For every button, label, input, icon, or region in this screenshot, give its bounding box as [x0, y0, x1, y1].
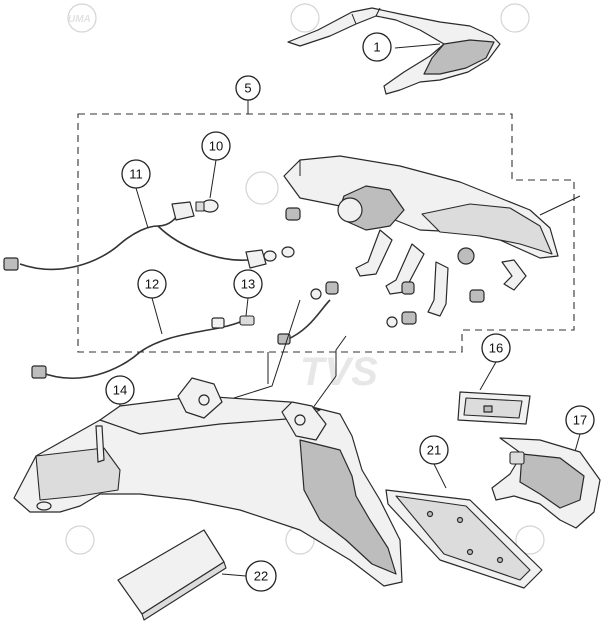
callout-14[interactable]: 14	[105, 375, 135, 405]
watermark-layer: UMA TVS	[65, 3, 545, 555]
callout-21[interactable]: 21	[419, 435, 449, 465]
part-1-tail-cowl[interactable]	[287, 7, 501, 95]
callout-12[interactable]: 12	[137, 269, 167, 299]
bulb-10[interactable]	[195, 199, 219, 213]
callout-5-label: 5	[244, 81, 251, 96]
callout-1[interactable]: 1	[362, 32, 392, 62]
part-22-pad[interactable]	[117, 529, 227, 621]
part-14-rear-fender[interactable]	[13, 377, 403, 587]
callout-22[interactable]: 22	[245, 560, 277, 592]
callout-12-label: 12	[145, 277, 159, 292]
callout-17[interactable]: 17	[565, 405, 595, 435]
callout-1-label: 1	[373, 40, 380, 55]
callout-16-label: 16	[489, 341, 503, 356]
callout-10-label: 10	[209, 139, 223, 154]
assembly-5-boundary	[77, 113, 575, 353]
callout-21-label: 21	[427, 443, 441, 458]
part-17-license-lamp[interactable]	[491, 437, 601, 529]
callout-17-label: 17	[573, 413, 587, 428]
part-16-reflector[interactable]	[457, 391, 531, 425]
callout-13[interactable]: 13	[233, 269, 263, 299]
callout-14-label: 14	[113, 383, 127, 398]
tail-lamp-housing[interactable]	[283, 155, 581, 317]
part-21-license-plate-bracket[interactable]	[385, 489, 543, 589]
callout-16[interactable]: 16	[481, 333, 511, 363]
uma-watermark-logo	[65, 3, 545, 555]
callout-11[interactable]: 11	[121, 159, 151, 189]
rubber-grommets[interactable]	[285, 207, 485, 328]
callout-13-label: 13	[241, 277, 255, 292]
callout-10[interactable]: 10	[201, 131, 231, 161]
wiring-harness-12[interactable]	[31, 299, 331, 379]
uma-watermark: UMA	[68, 14, 91, 25]
callout-5[interactable]: 5	[235, 75, 261, 101]
callout-11-label: 11	[129, 167, 143, 182]
wiring-harness-11[interactable]	[3, 201, 295, 271]
callout-22-label: 22	[254, 569, 268, 584]
tvs-watermark: TVS	[300, 350, 378, 394]
